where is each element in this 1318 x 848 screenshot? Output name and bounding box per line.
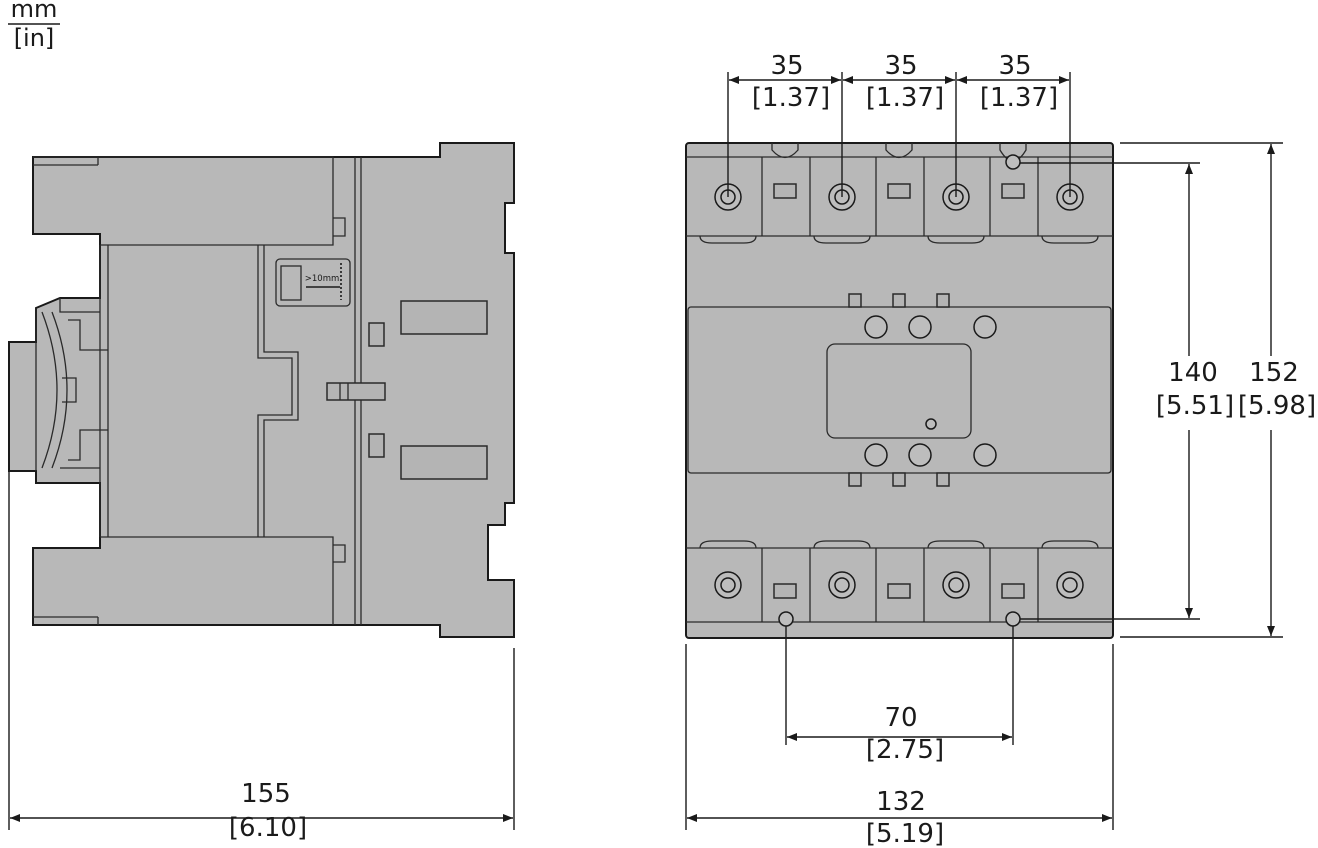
screw-icon [973, 443, 997, 467]
mounting-hole-bottom-left [778, 611, 794, 627]
pitch-3-mm: 35 [998, 51, 1031, 81]
total-width-dimension: 132 [5.19] [685, 644, 1114, 848]
aux-slot-upper [400, 300, 488, 335]
unit-mm: mm [11, 0, 58, 23]
screw-icon [973, 315, 997, 339]
height-dimensions: 140 [5.51] 152 [5.98] [1020, 142, 1316, 638]
aux-slot-lower [400, 445, 488, 480]
side-view: >10mm 155 [6.10] [8, 142, 515, 843]
pitch-1-in: [1.37] [752, 83, 830, 113]
bottom-terminal-row [699, 540, 1099, 627]
pitch-3-in: [1.37] [980, 83, 1058, 113]
front-view-body [685, 142, 1114, 639]
total-height-mm: 152 [1249, 358, 1299, 388]
name-plate [826, 343, 972, 439]
side-width-mm: 155 [241, 779, 291, 809]
pitch-2-in: [1.37] [866, 83, 944, 113]
clearance-label-text: >10mm [305, 274, 340, 284]
screw-icon [864, 443, 888, 467]
top-terminal-row [699, 143, 1099, 244]
coil-screws [864, 315, 997, 467]
total-width-mm: 132 [876, 787, 926, 817]
total-width-in: [5.19] [866, 819, 944, 848]
lower-terminal-block [100, 536, 334, 625]
side-view-body [8, 142, 515, 638]
mount-width-mm: 70 [884, 703, 917, 733]
screw-icon [864, 315, 888, 339]
total-height-in: [5.98] [1238, 391, 1316, 421]
screw-icon [908, 443, 932, 467]
pitch-2-mm: 35 [884, 51, 917, 81]
front-view: 35 [1.37] 35 [1.37] 35 [1.37] 140 [5.51]… [685, 51, 1316, 848]
mount-width-in: [2.75] [866, 735, 944, 765]
pitch-1-mm: 35 [770, 51, 803, 81]
upper-terminal-block [33, 156, 334, 246]
bottom-screws [714, 571, 1084, 599]
mounting-hole-bottom-right [1005, 611, 1021, 627]
screw-icon [908, 315, 932, 339]
mount-height-mm: 140 [1168, 358, 1218, 388]
side-width-in: [6.10] [229, 813, 307, 843]
mount-width-dimension: 70 [2.75] [785, 626, 1014, 765]
clearance-label [275, 258, 351, 307]
mount-height-in: [5.51] [1156, 391, 1234, 421]
mounting-hole-top [1005, 154, 1021, 170]
units-legend: mm [in] [8, 0, 60, 52]
pitch-dimensions: 35 [1.37] 35 [1.37] 35 [1.37] [727, 51, 1071, 197]
unit-in: [in] [14, 24, 55, 52]
